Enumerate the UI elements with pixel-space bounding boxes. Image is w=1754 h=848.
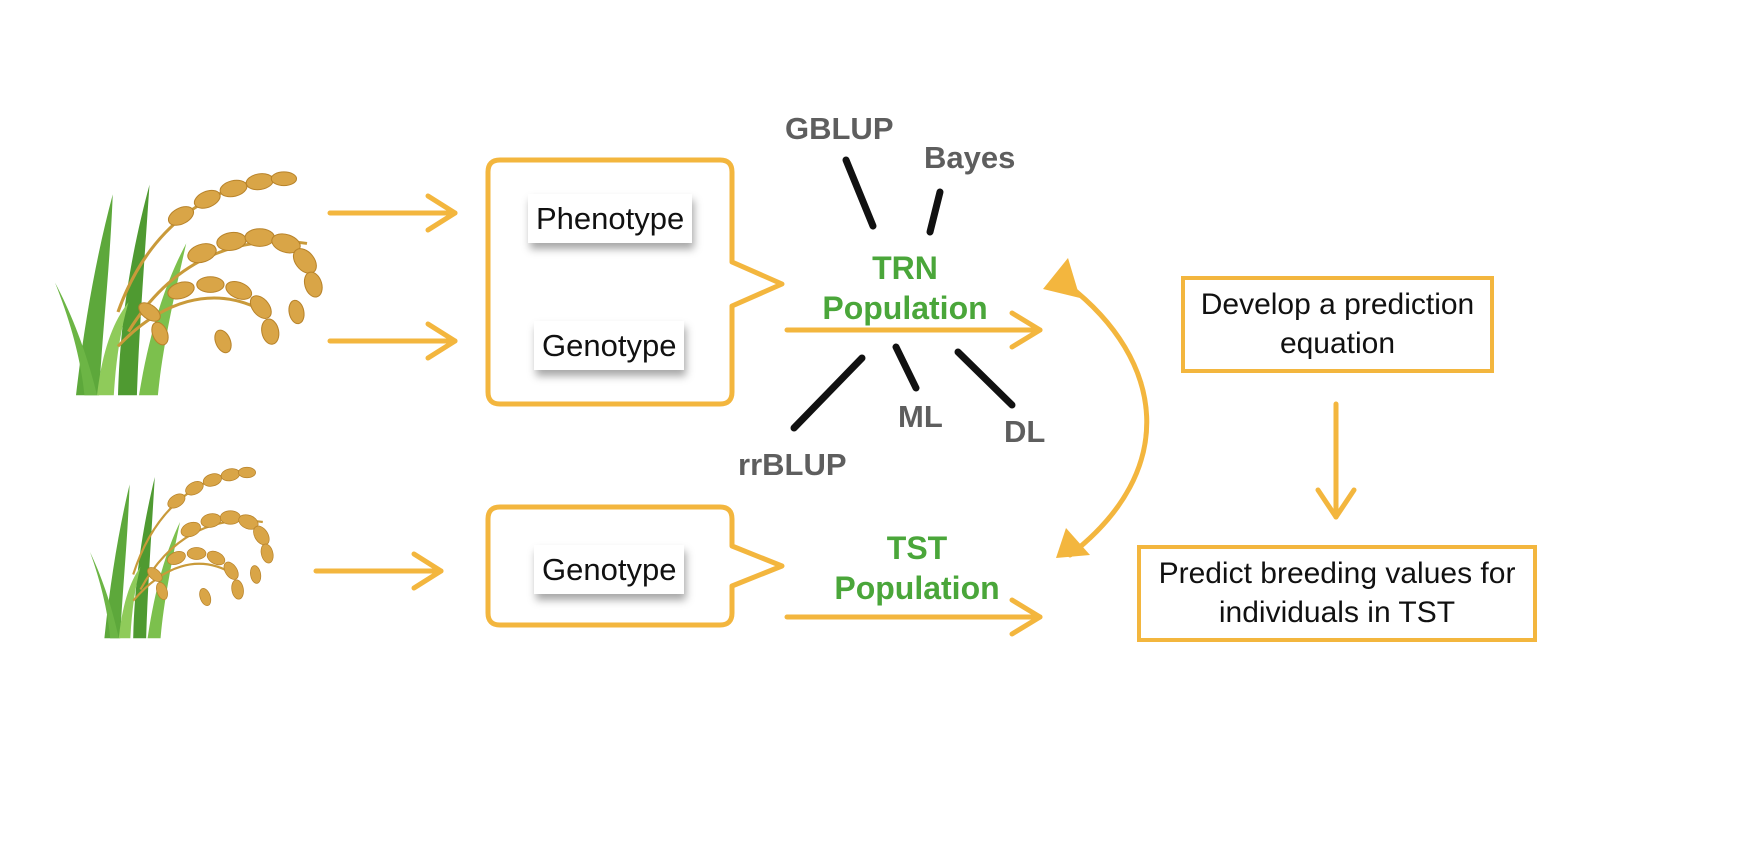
model-bayes: Bayes bbox=[924, 140, 1016, 175]
model-ml: ML bbox=[898, 399, 943, 434]
trn-population-line2: Population bbox=[822, 290, 988, 326]
model-rrblup: rrBLUP bbox=[738, 447, 847, 482]
curved-arrow-head-bottom bbox=[1056, 528, 1090, 558]
curved-link-arrow bbox=[1065, 282, 1150, 558]
tst-population-line1: TST bbox=[886, 530, 948, 566]
gblup-connector bbox=[842, 156, 877, 230]
trn-genotype-card: Genotype bbox=[534, 321, 685, 370]
develop-equation-box: Develop a prediction equation bbox=[1181, 276, 1494, 373]
down-arrow bbox=[1315, 401, 1357, 520]
model-gblup: GBLUP bbox=[785, 111, 894, 146]
rice-plant-icon bbox=[53, 170, 327, 397]
develop-equation-text: Develop a prediction equation bbox=[1200, 288, 1475, 360]
trn-callout-box bbox=[485, 157, 785, 407]
tst-population-label: TST Population bbox=[822, 528, 1012, 608]
arrow-to-phenotype bbox=[327, 193, 458, 233]
rice-plant-icon bbox=[88, 466, 277, 640]
rrblup-connector bbox=[790, 354, 866, 432]
trn-population-arrow bbox=[784, 310, 1043, 350]
tst-genotype-card: Genotype bbox=[534, 545, 685, 594]
curved-arrow-head-top bbox=[1043, 258, 1080, 298]
predict-breeding-box: Predict breeding values for individuals … bbox=[1137, 545, 1537, 642]
tst-genotype-label: Genotype bbox=[542, 552, 677, 587]
trn-genotype-label: Genotype bbox=[542, 328, 677, 363]
predict-breeding-text: Predict breeding values for individuals … bbox=[1158, 557, 1516, 629]
tst-population-line2: Population bbox=[834, 570, 1000, 606]
tst-population-arrow bbox=[784, 597, 1043, 637]
trn-population-label: TRN Population bbox=[810, 248, 1000, 328]
bayes-connector bbox=[926, 188, 944, 236]
phenotype-card: Phenotype bbox=[528, 194, 693, 243]
arrow-to-genotype bbox=[327, 321, 458, 361]
arrow-to-tst-genotype bbox=[313, 551, 444, 591]
phenotype-label: Phenotype bbox=[536, 201, 685, 236]
ml-connector bbox=[892, 343, 920, 392]
tst-callout-box bbox=[485, 504, 785, 628]
trn-population-line1: TRN bbox=[872, 250, 938, 286]
dl-connector bbox=[954, 348, 1016, 409]
model-dl: DL bbox=[1004, 414, 1046, 449]
